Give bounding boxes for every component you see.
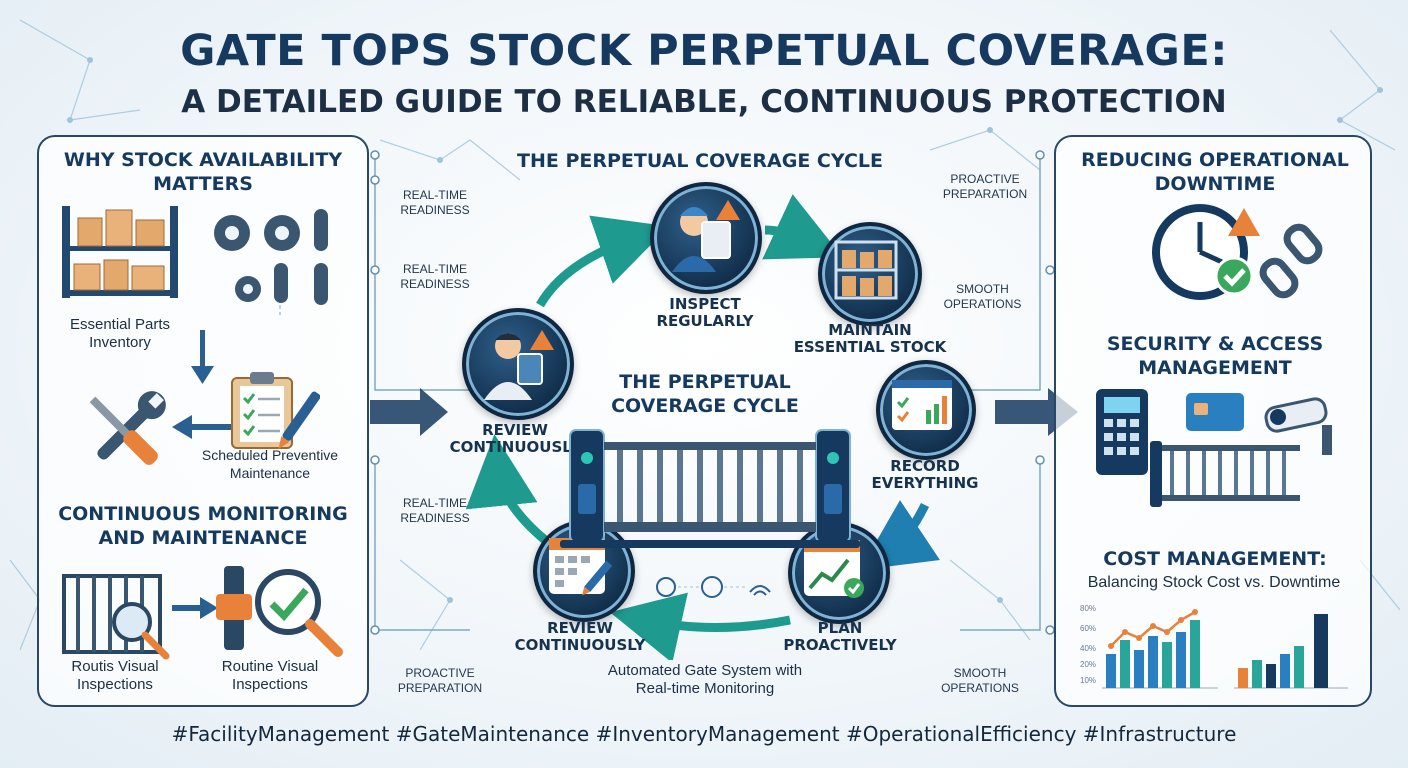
smooth-label-bottom: SMOOTH OPERATIONS [941,666,1019,695]
plan-step-label: PLAN PROACTIVELY [783,619,897,654]
mini-bar-chart [1102,609,1348,689]
gate-magnifier-icon [62,574,170,660]
inspection-label-1: Routis Visual Inspections [71,658,159,693]
proactive-label-top: PROACTIVE PREPARATION [942,172,1028,201]
right-heading-cost: COST MANAGEMENT: [1103,548,1327,570]
mini-bar [1280,654,1290,688]
essential-parts-label: Essential Parts Inventory [69,316,171,351]
review-step-label-bottom: REVIEW CONTINUOUSLY [514,619,646,654]
record-step-label: RECORD EVERYTHING [871,457,979,492]
right-heading-security: SECURITY & ACCESS MANAGEMENT [1106,333,1324,379]
proactive-label-bottom: PROACTIVE PREPARATION [397,666,483,695]
right-heading-downtime: REDUCING OPERATIONAL DOWNTIME [1081,149,1349,195]
readiness-label-3: REAL-TIME READINESS [400,496,470,525]
gears-links-icon [214,209,328,315]
shelf-boxes-icon [62,206,178,298]
clock-chain-icon [1152,204,1323,300]
stock-shelves-icon [834,240,898,300]
access-control-icons [1096,389,1332,507]
tick-label: 40% [1080,644,1097,653]
scheduled-maintenance-label: Scheduled Preventive Maintenance [201,447,339,481]
left-heading-continuous-monitoring: CONTINUOUS MONITORING AND MAINTENANCE [58,503,348,549]
checklist-clipboard-icon [231,372,320,449]
record-step-circle [876,360,976,460]
inspect-step-circle [650,182,762,294]
gate-caption: Automated Gate System with Real-time Mon… [607,662,803,697]
down-arrow-icon [191,330,214,384]
left-arrow-icon [172,415,232,439]
tick-label: 80% [1080,604,1097,613]
maintain-step-circle [818,222,922,326]
inspection-label-2: Routine Visual Inspections [221,658,319,693]
page-subtitle: A DETAILED GUIDE TO RELIABLE, CONTINUOUS… [181,84,1227,120]
technician-tablet-icon [672,200,740,272]
mini-bar [1190,620,1200,688]
automated-gate-illustration [560,429,860,548]
review-step-circle-left [462,308,574,420]
mini-bar [1148,636,1158,688]
cycle-heading-top: THE PERPETUAL COVERAGE CYCLE [517,150,883,172]
monitoring-icons-row [656,576,771,598]
hinge-magnifier-check-icon [216,566,343,657]
smooth-label-top: SMOOTH OPERATIONS [943,282,1022,311]
mini-bar [1162,642,1172,688]
hashtags: #FacilityManagement #GateMaintenance #In… [171,722,1237,746]
tick-label: 60% [1080,624,1097,633]
mini-bar [1134,650,1144,688]
cost-mini-chart: 80% 60% 40% 20% 10% [1078,602,1358,694]
tick-label: 20% [1080,660,1097,669]
cycle-arrows [465,194,940,660]
mini-bar [1106,654,1116,688]
mini-bar [1294,646,1304,688]
report-chart-icon [892,380,952,430]
readiness-label-1: REAL-TIME READINESS [400,188,470,217]
mini-bar [1238,668,1248,688]
tick-label: 10% [1080,676,1097,685]
cost-subheading: Balancing Stock Cost vs. Downtime [1087,574,1341,591]
mini-bar [1176,632,1186,688]
mini-bar [1266,664,1276,688]
maintain-step-label: MAINTAIN ESSENTIAL STOCK [793,321,947,356]
left-heading-stock-availability: WHY STOCK AVAILABILITY MATTERS [63,149,343,195]
right-arrow-small-icon [172,597,218,619]
analyst-tablet-icon [484,330,554,400]
mini-bar [1120,640,1130,688]
wrench-screwdriver-icon [89,391,166,465]
inspect-step-label: INSPECT REGULARLY [656,295,754,330]
readiness-label-2: REAL-TIME READINESS [400,262,470,291]
mini-bar [1314,614,1328,688]
cycle-heading-middle: THE PERPETUAL COVERAGE CYCLE [611,371,799,417]
review-step-label-left: REVIEW CONTINUOUSLY [449,421,581,456]
page-title: GATE TOPS STOCK PERPETUAL COVERAGE: [180,26,1228,76]
mini-bar [1252,660,1262,688]
